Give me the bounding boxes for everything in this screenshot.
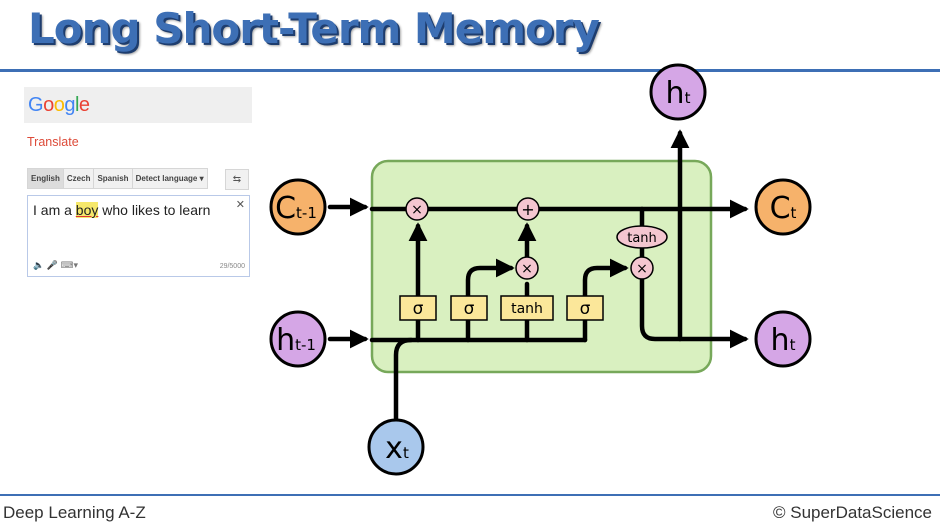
c-prev-sub: t-1 xyxy=(296,204,317,222)
logo-letter: e xyxy=(78,94,90,116)
x-t-base: x xyxy=(385,431,403,466)
h-next-base: h xyxy=(771,323,790,358)
x-t-label: xt xyxy=(385,431,409,466)
input-multiply xyxy=(515,256,539,280)
h-top-node xyxy=(649,63,707,121)
output-gate-arrow xyxy=(582,258,629,343)
input-multiply-label: × xyxy=(521,261,533,277)
c-prev-node xyxy=(269,178,327,236)
input-tools: 🔈 🎤 ⌨▾ xyxy=(33,260,78,271)
chevron-down-icon: ▾ xyxy=(199,174,204,183)
swap-icon: ⇆ xyxy=(232,174,242,185)
cell-add xyxy=(516,197,540,221)
h-top-base: h xyxy=(666,76,685,111)
tab-detect-label: Detect language xyxy=(135,174,198,183)
logo-letter: l xyxy=(74,94,79,116)
keyboard-icon[interactable]: ⌨▾ xyxy=(60,260,78,270)
text-after: who likes to learn xyxy=(98,202,211,218)
course-name: Deep Learning A-Z xyxy=(3,503,146,522)
input-gate-box xyxy=(450,295,488,321)
input-line xyxy=(393,337,414,423)
candidate-gate-label: tanh xyxy=(511,301,543,317)
c-prev-label: Ct-1 xyxy=(275,191,317,226)
title-divider xyxy=(0,69,940,72)
state-nodes: Ct-1 ht-1 xt Ct ht ht xyxy=(269,63,812,476)
h-top-sub: t xyxy=(685,89,691,107)
source-text-input[interactable]: I am a boy who likes to learn ✕ 🔈 🎤 ⌨▾ 2… xyxy=(27,195,250,277)
c-next-label: Ct xyxy=(770,191,797,226)
logo-letter: g xyxy=(64,94,75,116)
hidden-out-line xyxy=(639,276,749,349)
text-before: I am a xyxy=(33,202,76,218)
copyright: © SuperDataScience xyxy=(772,503,932,522)
forget-multiply-label: × xyxy=(411,202,423,218)
x-t-sub: t xyxy=(403,444,409,462)
operations: × + × × tanh xyxy=(405,197,668,280)
microphone-icon[interactable]: 🎤 xyxy=(46,260,58,270)
h-next-sub: t xyxy=(790,336,796,354)
google-translate-panel: Google Translate English Czech Spanish D… xyxy=(24,87,252,282)
output-gate-label: σ xyxy=(580,299,591,319)
footer-divider xyxy=(0,494,940,496)
clear-icon[interactable]: ✕ xyxy=(235,199,245,211)
highlighted-word: boy xyxy=(75,202,99,218)
speaker-icon[interactable]: 🔈 xyxy=(33,260,45,270)
output-multiply-label: × xyxy=(636,261,648,277)
forget-gate-label: σ xyxy=(413,299,424,319)
tab-detect-language[interactable]: Detect language ▾ xyxy=(131,168,208,189)
google-logo: Google xyxy=(28,94,90,117)
slide-title: Long Short-Term Memory xyxy=(28,4,600,53)
h-prev-sub: t-1 xyxy=(295,336,316,354)
h-top-label: ht xyxy=(666,76,691,111)
output-multiply xyxy=(630,256,654,280)
language-bar: English Czech Spanish Detect language ▾ xyxy=(27,168,208,189)
gate-layer: σ σ tanh σ xyxy=(399,295,604,321)
character-count: 29/5000 xyxy=(219,263,245,270)
forget-multiply xyxy=(405,197,429,221)
c-next-node xyxy=(754,178,812,236)
translate-link[interactable]: Translate xyxy=(27,135,79,149)
logo-letter: o xyxy=(53,94,65,116)
source-text: I am a boy who likes to learn xyxy=(33,202,210,218)
c-next-base: C xyxy=(770,191,791,226)
candidate-gate-box xyxy=(500,295,554,321)
output-gate-box xyxy=(566,295,604,321)
c-prev-base: C xyxy=(275,191,296,226)
logo-letter: G xyxy=(28,94,44,116)
input-gate-label: σ xyxy=(464,299,475,319)
h-next-node xyxy=(754,310,812,368)
c-next-sub: t xyxy=(791,204,797,222)
cell-tanh-label: tanh xyxy=(627,231,657,246)
input-gate-arrow xyxy=(465,258,515,343)
x-t-node xyxy=(367,418,425,476)
h-prev-base: h xyxy=(276,323,295,358)
cell-add-label: + xyxy=(521,200,534,219)
forget-gate-box xyxy=(399,295,437,321)
h-prev-label: ht-1 xyxy=(276,323,316,358)
translate-header: Google xyxy=(24,87,252,123)
logo-letter: o xyxy=(43,94,54,116)
swap-languages-button[interactable]: ⇆ xyxy=(225,169,249,190)
h-prev-node xyxy=(269,310,327,368)
cell-tanh xyxy=(616,225,668,249)
h-next-label: ht xyxy=(771,323,796,358)
